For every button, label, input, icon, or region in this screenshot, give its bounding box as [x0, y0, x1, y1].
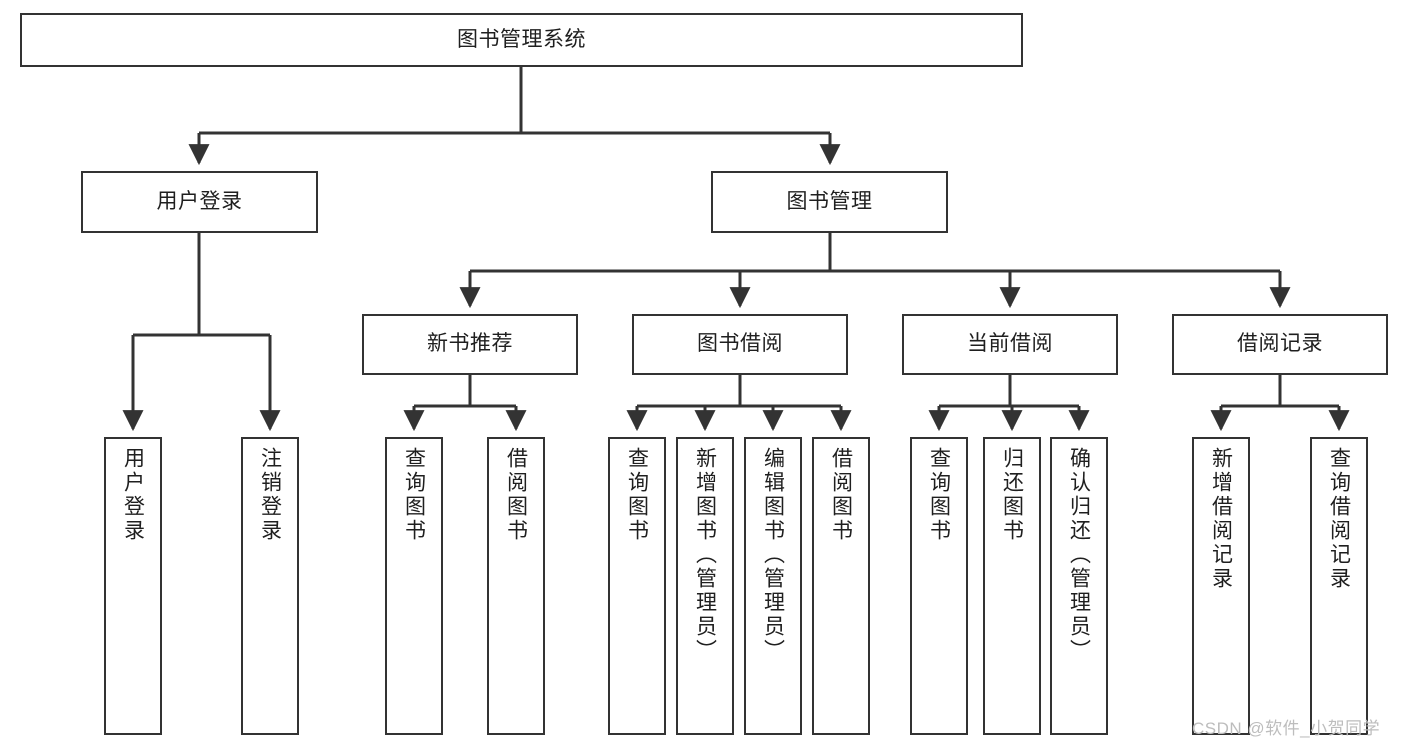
node-leaf-confirm-return[interactable]: 确认归还（管理员） — [1050, 437, 1108, 735]
node-leaf-return-book[interactable]: 归还图书 — [983, 437, 1041, 735]
node-leaf-query-book-1-label: 查询图书 — [402, 447, 426, 543]
node-user-login-label: 用户登录 — [156, 189, 243, 213]
node-leaf-edit-book[interactable]: 编辑图书（管理员） — [744, 437, 802, 735]
node-leaf-user-login-label: 用户登录 — [121, 447, 145, 543]
node-leaf-query-record-label: 查询借阅记录 — [1327, 447, 1351, 591]
node-leaf-add-record[interactable]: 新增借阅记录 — [1192, 437, 1250, 735]
node-leaf-confirm-return-label: 确认归还（管理员） — [1067, 447, 1091, 663]
node-book-manage-label: 图书管理 — [786, 189, 873, 213]
node-leaf-query-record[interactable]: 查询借阅记录 — [1310, 437, 1368, 735]
node-current-borrow[interactable]: 当前借阅 — [902, 314, 1118, 375]
node-leaf-query-book-2-label: 查询图书 — [625, 447, 649, 543]
node-user-login[interactable]: 用户登录 — [81, 171, 318, 233]
csdn-watermark: CSDN @软件_小贺同学 — [1192, 719, 1381, 738]
node-leaf-borrow-book-2[interactable]: 借阅图书 — [812, 437, 870, 735]
node-borrow-record[interactable]: 借阅记录 — [1172, 314, 1388, 375]
node-book-borrow-label: 图书借阅 — [697, 332, 783, 356]
node-leaf-query-book-3-label: 查询图书 — [927, 447, 951, 543]
node-leaf-user-login[interactable]: 用户登录 — [104, 437, 162, 735]
node-borrow-record-label: 借阅记录 — [1237, 332, 1323, 356]
node-leaf-logout[interactable]: 注销登录 — [241, 437, 299, 735]
node-root-label: 图书管理系统 — [457, 27, 586, 51]
node-book-manage[interactable]: 图书管理 — [711, 171, 948, 233]
node-root[interactable]: 图书管理系统 — [20, 13, 1023, 67]
node-leaf-query-book-3[interactable]: 查询图书 — [910, 437, 968, 735]
node-leaf-logout-label: 注销登录 — [258, 447, 282, 543]
node-new-book-recommend[interactable]: 新书推荐 — [362, 314, 578, 375]
node-leaf-return-book-label: 归还图书 — [1000, 447, 1024, 543]
node-leaf-add-record-label: 新增借阅记录 — [1209, 447, 1233, 591]
node-leaf-borrow-book-1-label: 借阅图书 — [504, 447, 528, 543]
node-leaf-query-book-1[interactable]: 查询图书 — [385, 437, 443, 735]
node-new-book-recommend-label: 新书推荐 — [427, 332, 513, 356]
node-leaf-borrow-book-2-label: 借阅图书 — [829, 447, 853, 543]
node-book-borrow[interactable]: 图书借阅 — [632, 314, 848, 375]
node-current-borrow-label: 当前借阅 — [967, 332, 1053, 356]
node-leaf-add-book[interactable]: 新增图书（管理员） — [676, 437, 734, 735]
node-leaf-query-book-2[interactable]: 查询图书 — [608, 437, 666, 735]
node-leaf-add-book-label: 新增图书（管理员） — [693, 447, 717, 663]
node-leaf-borrow-book-1[interactable]: 借阅图书 — [487, 437, 545, 735]
node-leaf-edit-book-label: 编辑图书（管理员） — [761, 447, 785, 663]
